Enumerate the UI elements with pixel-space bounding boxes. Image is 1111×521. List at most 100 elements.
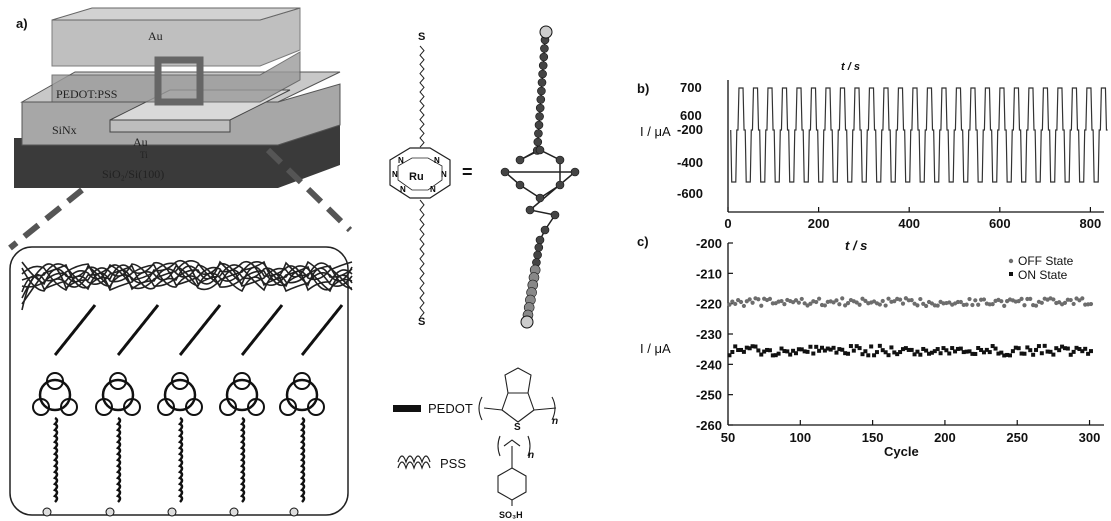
on-state-point: [1062, 346, 1067, 351]
atom-ball: [535, 235, 545, 245]
off-state-point: [814, 299, 819, 305]
off-state-point: [976, 302, 981, 307]
off-state-point: [834, 298, 839, 303]
on-state-point: [984, 347, 989, 352]
on-state-point: [811, 351, 816, 356]
on-state-point: [993, 346, 998, 351]
sulfur-ball-top: [539, 25, 553, 39]
chart-c-ytick-label: -210: [696, 266, 722, 281]
off-state-point: [837, 302, 842, 307]
off-state-point: [877, 302, 882, 307]
on-state-point: [886, 353, 891, 358]
on-state-point: [1054, 346, 1059, 351]
sulfur-ball-bottom: [520, 315, 534, 329]
on-state-point: [1077, 347, 1082, 352]
on-state-point: [932, 349, 937, 354]
pedot-layer: [51, 51, 301, 103]
chart-c-xtick-label: 200: [934, 430, 956, 445]
on-state-point: [1051, 352, 1056, 357]
lower-chain: [177, 416, 184, 503]
off-state-point: [955, 299, 961, 305]
off-state-point: [738, 299, 744, 305]
ru-complex: [285, 378, 319, 412]
off-state-point: [935, 303, 940, 308]
chart-c-legend: OFF State ON State: [1008, 254, 1074, 282]
off-state-point: [831, 300, 836, 305]
off-state-point: [857, 302, 862, 307]
on-state-point: [1016, 346, 1021, 351]
on-state-point: [953, 349, 958, 354]
chart-c-xlabel: Cycle: [884, 444, 919, 459]
atom-ball: [538, 69, 547, 79]
atom-ball: [536, 95, 546, 104]
svg-text:N: N: [398, 156, 404, 165]
on-state-point: [1042, 343, 1047, 348]
ru-complex: [101, 378, 135, 412]
off-state-point: [918, 296, 923, 302]
on-state-point: [753, 344, 758, 349]
on-state-point: [1002, 353, 1007, 358]
on-state-point: [950, 346, 955, 351]
on-state-point: [822, 348, 827, 353]
off-state-point: [840, 296, 845, 301]
off-state-point: [1071, 301, 1076, 307]
atom-ball: [535, 112, 544, 121]
legend-on-marker: [1009, 272, 1013, 276]
on-state-point: [817, 348, 822, 353]
off-state-point: [782, 302, 787, 307]
atom-ball: [538, 61, 548, 70]
thiol-top: S: [418, 31, 425, 43]
chem-legend: PEDOT S n PSS n SO₃H: [393, 367, 558, 520]
on-state-point: [866, 353, 871, 358]
off-state-point: [921, 301, 926, 306]
off-state-point: [958, 299, 963, 305]
off-state-point: [756, 297, 761, 302]
off-state-point: [886, 296, 891, 301]
on-state-point: [1086, 351, 1091, 356]
on-state-point: [791, 348, 796, 353]
lower-chain: [299, 416, 306, 503]
off-state-point: [1088, 301, 1094, 307]
atom-ball: [539, 52, 549, 62]
on-state-point: [785, 349, 790, 354]
off-state-point: [799, 296, 804, 302]
on-state-point: [799, 347, 804, 352]
ligand-ring: [171, 372, 189, 390]
on-state-point: [840, 347, 845, 352]
on-state-point: [770, 353, 775, 358]
off-state-point: [900, 301, 906, 306]
on-state-point: [898, 350, 903, 355]
junction-highlight: [154, 56, 204, 106]
off-state-point: [727, 302, 732, 307]
layer-label-pedot: PEDOT:PSS: [56, 87, 117, 101]
chart-b-xtick-label: 800: [1080, 216, 1102, 231]
layer-label-ti: Ti: [140, 150, 148, 160]
on-state-point: [955, 346, 960, 351]
svg-text:N: N: [400, 185, 406, 194]
on-state-point: [860, 352, 865, 357]
on-state-point: [825, 346, 830, 351]
on-state-point: [1045, 349, 1050, 354]
on-state-point: [848, 344, 853, 349]
off-state-point: [843, 303, 848, 308]
ligand-ring: [46, 372, 64, 390]
legend-off-label: OFF State: [1018, 254, 1074, 268]
on-state-point: [895, 352, 900, 357]
on-state-point: [765, 347, 770, 352]
chart-b-ytick: -200: [677, 122, 703, 137]
zoom-line-right: [265, 147, 353, 233]
on-state-point: [814, 344, 819, 349]
on-state-point: [947, 351, 952, 356]
atom-ball: [534, 129, 543, 138]
chart-b-ylabel: I / μA: [640, 124, 671, 139]
upper-chain: [53, 304, 97, 357]
ru-atom: Ru: [409, 171, 424, 183]
anchor-thiol: [289, 507, 299, 517]
off-state-point: [1033, 303, 1039, 308]
atom-ball: [535, 145, 545, 155]
lower-chain: [52, 416, 59, 503]
on-state-point: [773, 353, 778, 358]
off-state-point: [863, 298, 868, 303]
